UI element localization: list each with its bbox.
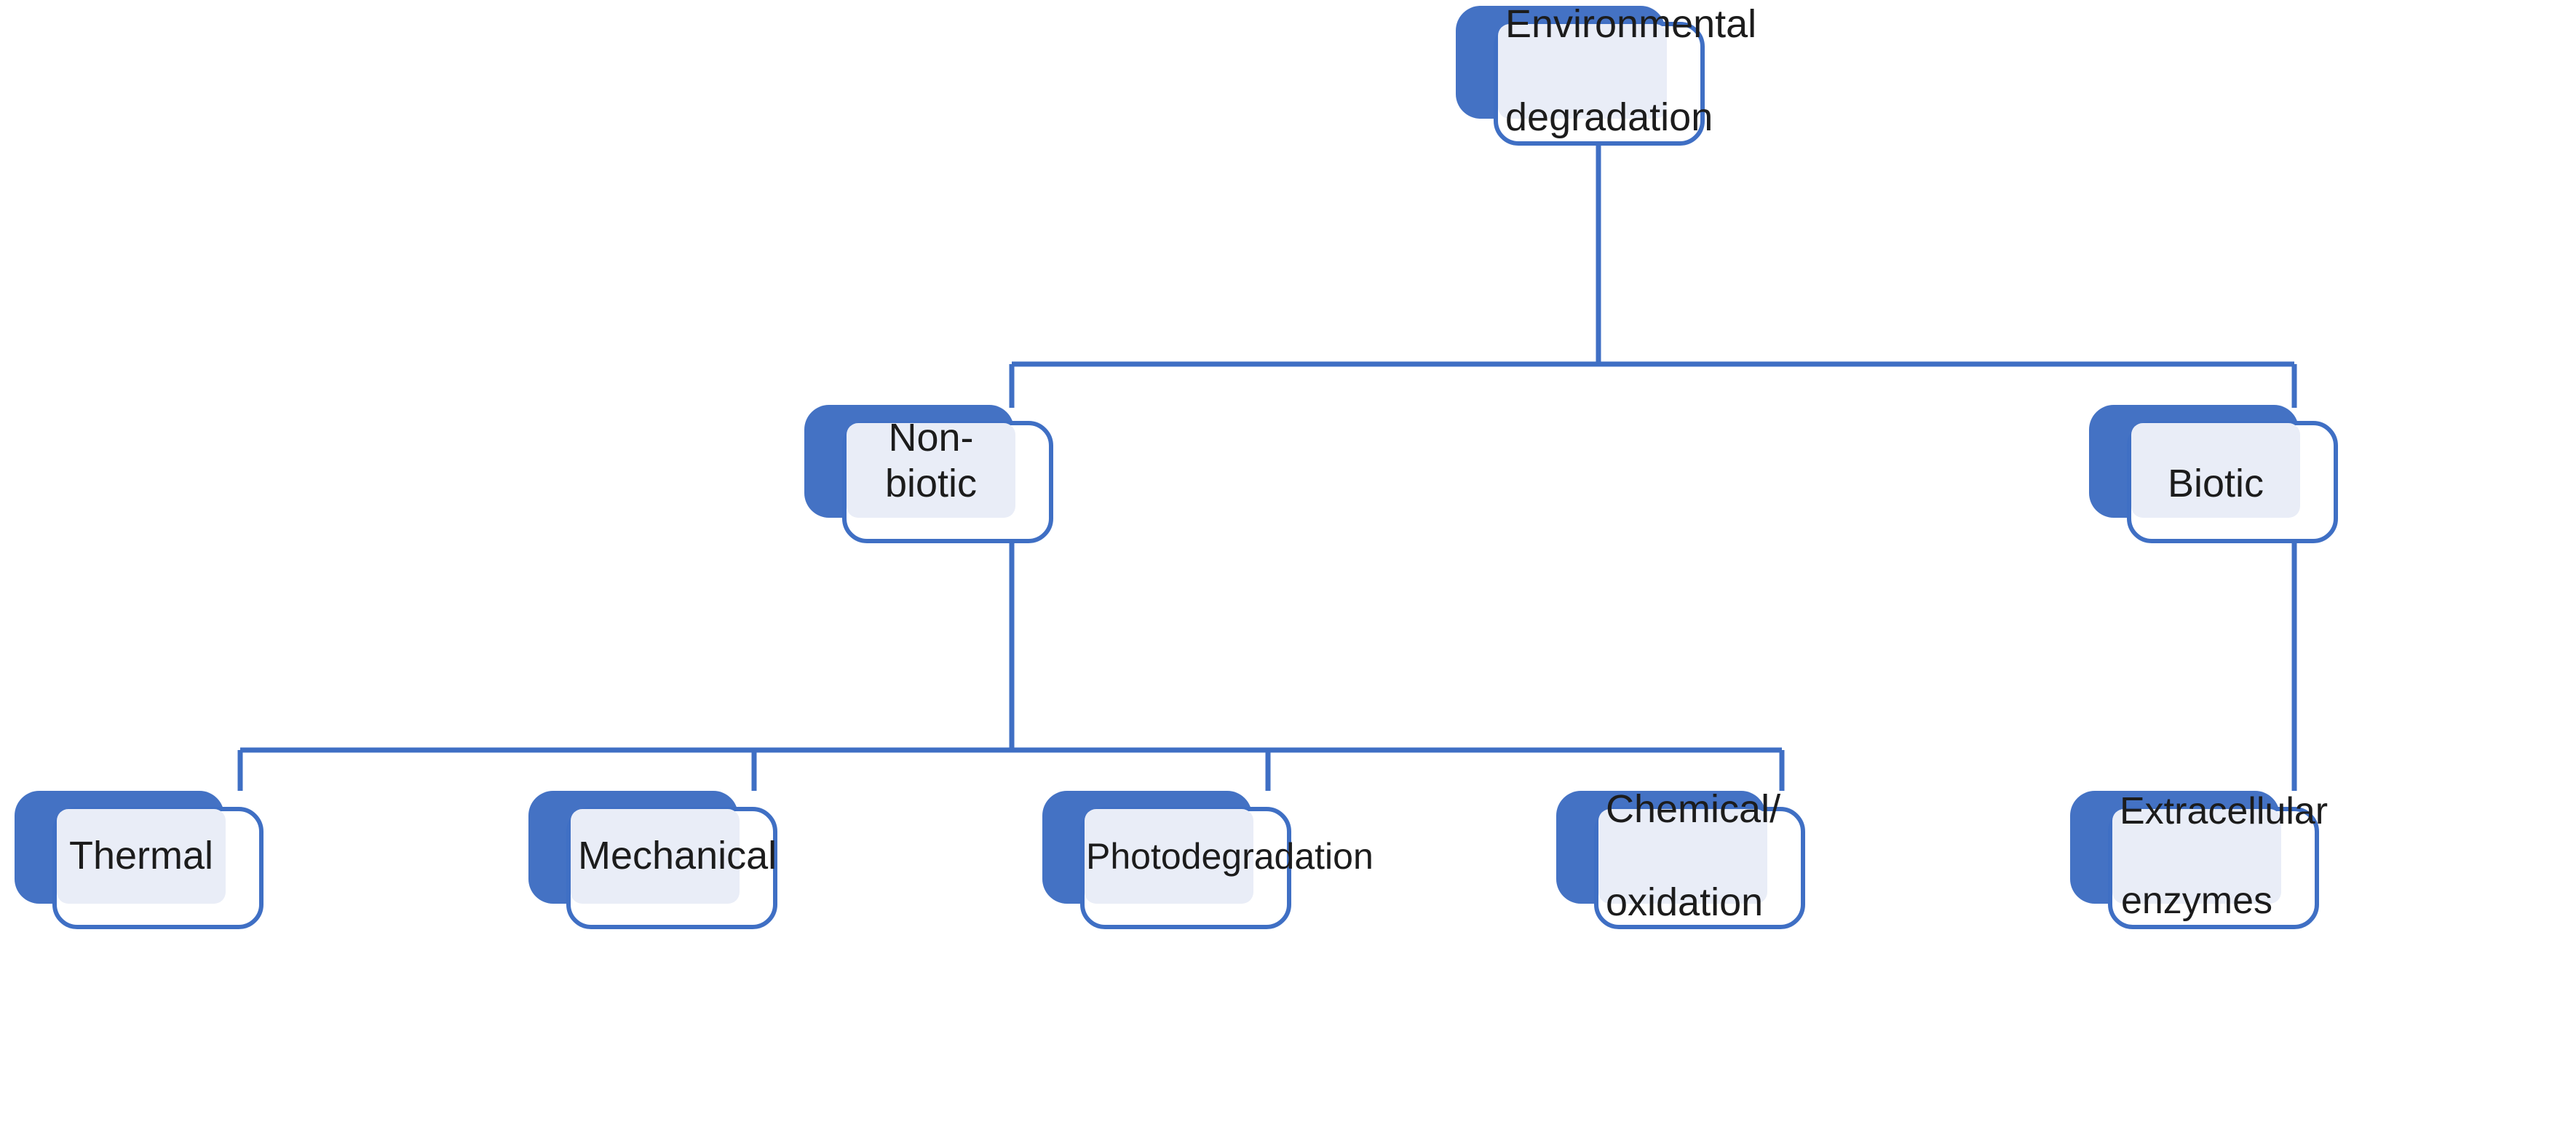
node-label-plate: Environmental degradation [1498,2,1756,139]
node-label-line: oxidation [1606,880,1764,924]
node-thermal[interactable]: Thermal [15,791,266,929]
node-label-line: Biotic [2167,462,2264,506]
node-extracellular-enzymes[interactable]: Extracellular enzymes [2070,790,2328,929]
node-label-line: Photodegradation [1086,835,1374,877]
node-label-line: Mechanical [578,834,777,878]
node-label-plate: Mechanical [571,809,777,904]
node-environmental-degradation[interactable]: Environmental degradation [1456,2,1756,146]
node-label-plate: Chemical/ oxidation [1598,787,1780,924]
node-label-plate: Thermal [57,809,226,904]
node-label-plate: Biotic [2131,423,2300,518]
node-label-line: Extracellular [2120,789,2329,832]
node-label-line: Chemical/ [1606,787,1781,832]
node-label-line: enzymes [2120,879,2273,922]
node-label-plate: Non-biotic [847,416,1015,518]
node-chemical-oxidation[interactable]: Chemical/ oxidation [1556,787,1807,929]
node-mechanical[interactable]: Mechanical [528,791,780,929]
node-non-biotic[interactable]: Non-biotic [804,405,1055,543]
node-label-line: Thermal [68,834,214,878]
node-label-plate: Photodegradation [1085,809,1374,904]
node-biotic[interactable]: Biotic [2089,405,2340,543]
node-photodegradation[interactable]: Photodegradation [1042,791,1374,929]
node-label-line: Non-biotic [884,415,978,506]
node-label-line: Environmental [1505,2,1757,47]
node-label-plate: Extracellular enzymes [2112,790,2328,922]
node-label-line: degradation [1505,95,1713,139]
